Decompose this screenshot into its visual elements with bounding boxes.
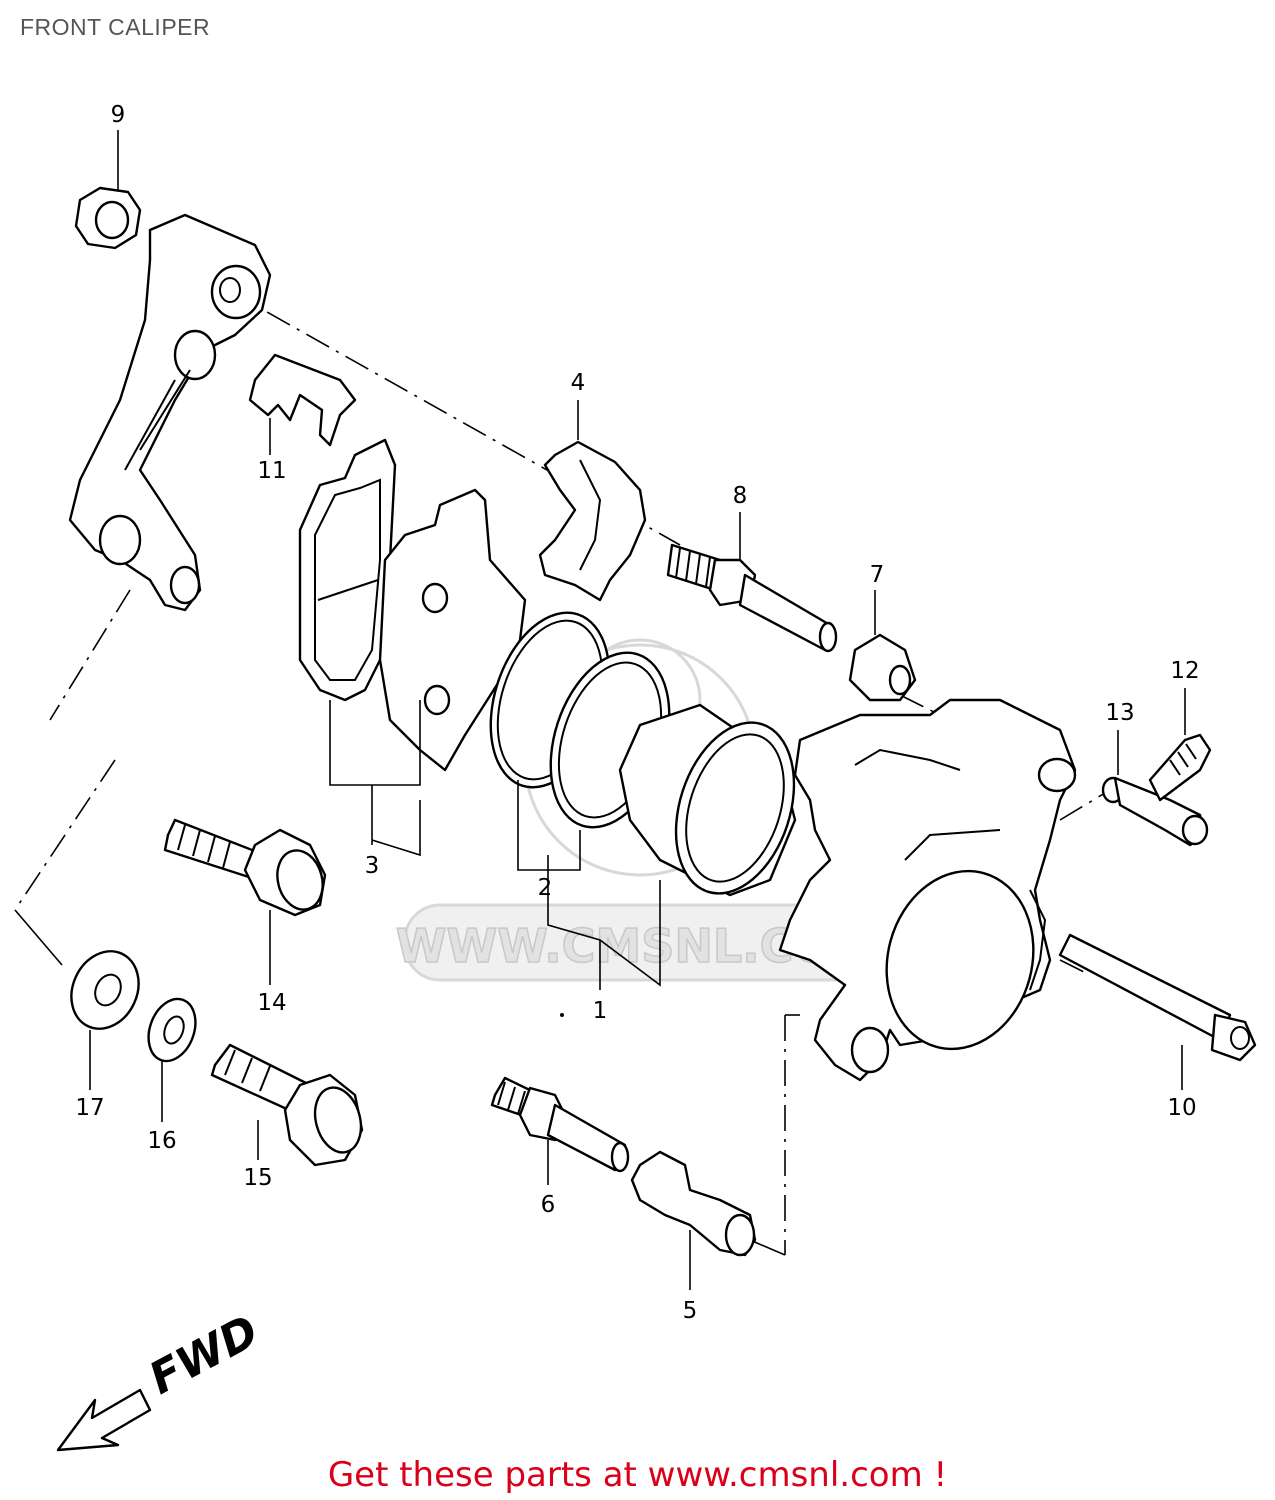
callout-5: 5 xyxy=(683,1298,698,1324)
callout-17: 17 xyxy=(75,1095,104,1121)
leader-lines xyxy=(89,130,1186,1290)
part-1-piston xyxy=(618,703,797,897)
caliper-body xyxy=(778,698,1077,1082)
callout-7: 7 xyxy=(870,562,885,588)
fwd-label: FWD xyxy=(141,1306,267,1405)
part-12-bleeder-valve xyxy=(1148,733,1212,802)
part-7-boot xyxy=(848,633,917,702)
forward-direction-indicator: FWD xyxy=(56,1306,267,1452)
callout-13: 13 xyxy=(1105,700,1134,726)
callout-10: 10 xyxy=(1167,1095,1196,1121)
page-title: FRONT CALIPER xyxy=(20,14,211,40)
callout-3: 3 xyxy=(365,853,380,879)
callout-labels: 1 2 3 4 5 6 7 8 9 10 11 12 13 14 15 16 1… xyxy=(75,102,1199,1324)
part-6-bolt xyxy=(490,1076,630,1173)
footer-promo-link[interactable]: Get these parts at www.cmsnl.com ! xyxy=(327,1455,948,1495)
part-15-bolt xyxy=(210,1043,364,1167)
part-3-brake-pads xyxy=(298,438,527,772)
callout-15: 15 xyxy=(243,1165,272,1191)
callout-4: 4 xyxy=(571,370,586,396)
part-13-cap xyxy=(1101,776,1209,847)
callout-8: 8 xyxy=(733,483,748,509)
part-11-pad-spring xyxy=(248,353,357,447)
callout-11: 11 xyxy=(257,458,286,484)
callout-14: 14 xyxy=(257,990,286,1016)
part-14-bolt xyxy=(163,818,327,917)
part-9-nut xyxy=(74,186,142,250)
part-4-shim xyxy=(538,440,647,602)
part-8-bolt xyxy=(666,543,838,653)
callout-16: 16 xyxy=(147,1128,176,1154)
forward-arrow-icon xyxy=(56,1388,152,1452)
callout-9: 9 xyxy=(111,102,126,128)
callout-12: 12 xyxy=(1170,658,1199,684)
part-5-pin-boot xyxy=(630,1150,757,1257)
part-17-washer xyxy=(70,950,140,1030)
callout-2: 2 xyxy=(538,875,553,901)
part-10-pin xyxy=(1058,933,1257,1062)
part-16-lock-washer xyxy=(147,997,197,1063)
caliper-bracket xyxy=(68,213,272,612)
callout-6: 6 xyxy=(541,1192,556,1218)
callout-1: 1 xyxy=(593,998,608,1024)
